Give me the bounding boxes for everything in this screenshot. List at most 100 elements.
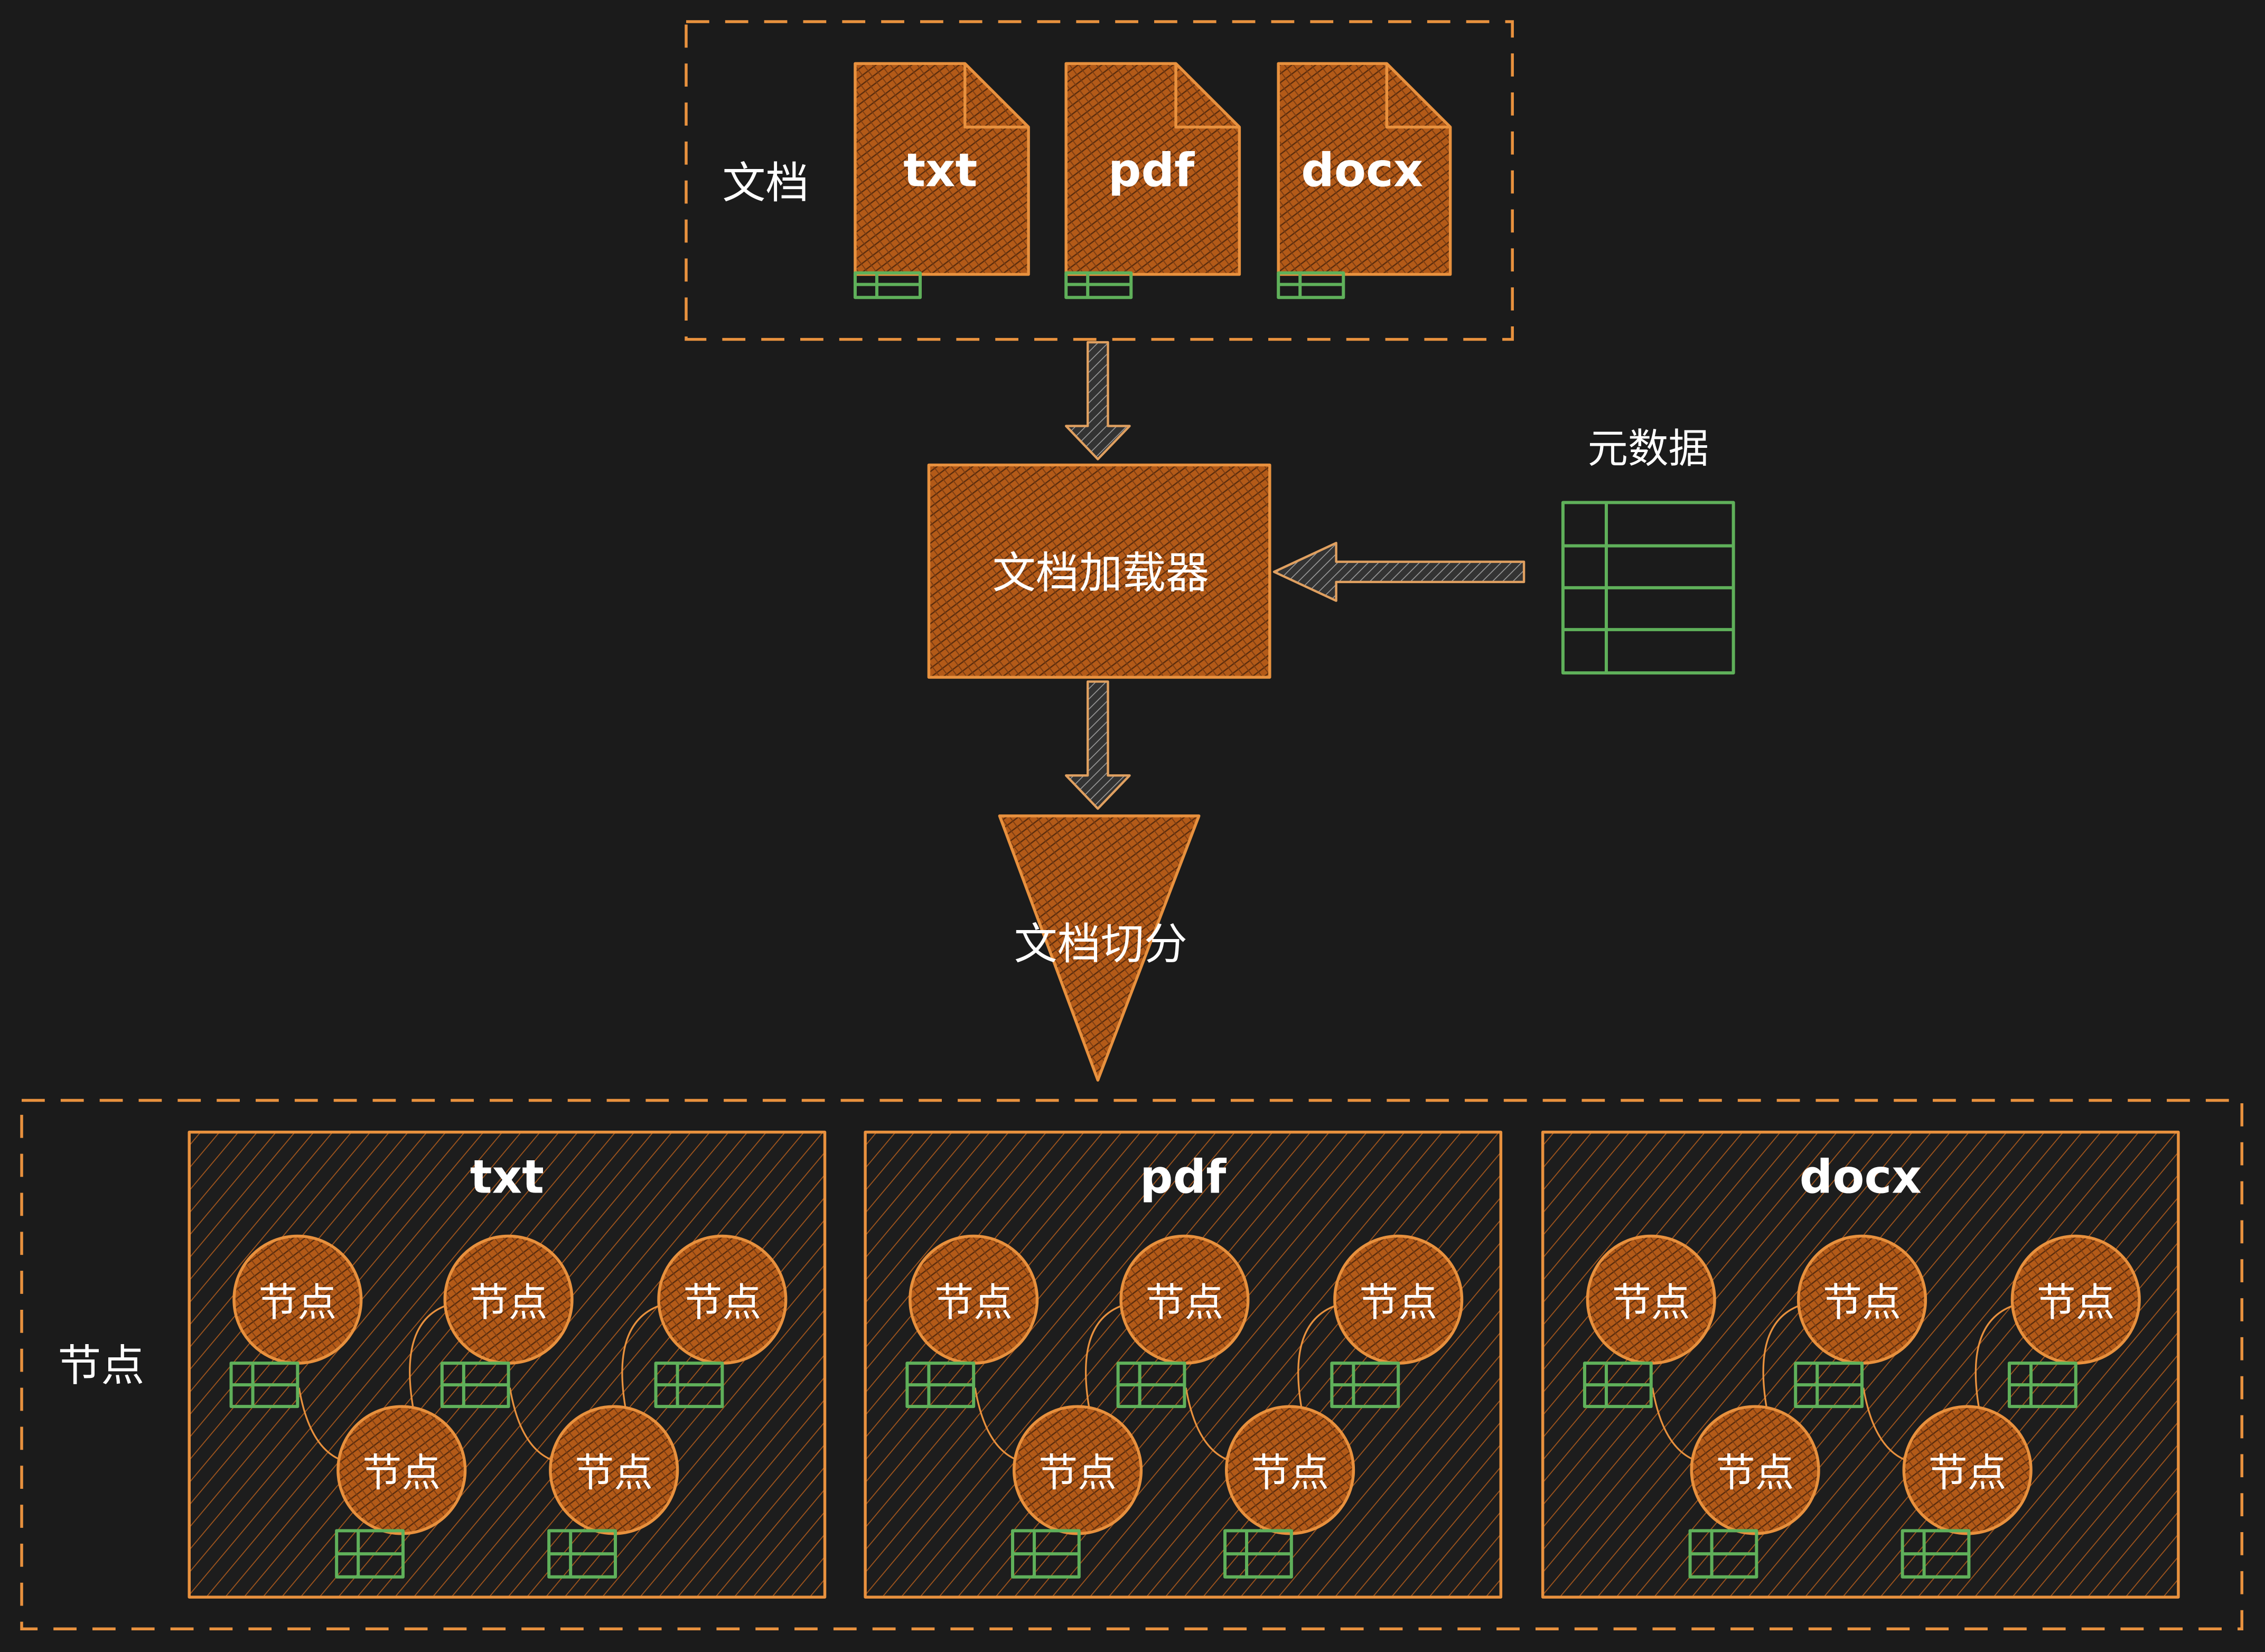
metadata-label: 元数据	[1587, 426, 1709, 473]
node: 节点	[335, 1405, 467, 1579]
file-fold	[1174, 63, 1240, 129]
panel-title: pdf	[1140, 1150, 1227, 1204]
node: 节点	[547, 1405, 679, 1579]
node-link	[509, 1387, 553, 1461]
table-icon	[1064, 271, 1133, 299]
panel-border	[1541, 1130, 2180, 1599]
node: 节点	[440, 1234, 574, 1409]
node: 节点	[654, 1234, 788, 1409]
node-label: 节点	[1359, 1280, 1437, 1325]
panel-border	[864, 1130, 1503, 1599]
node: 节点	[1901, 1405, 2033, 1579]
node-label: 节点	[362, 1450, 441, 1496]
panel-border	[188, 1130, 827, 1599]
node-link	[1084, 1304, 1123, 1409]
node: 节点	[1583, 1234, 1716, 1409]
node-label: 节点	[934, 1280, 1013, 1325]
node: 节点	[1330, 1234, 1464, 1409]
documents-label: 文档	[722, 158, 809, 209]
file-label: txt	[903, 144, 977, 198]
table-icon	[1223, 1529, 1293, 1579]
table-icon	[335, 1529, 405, 1579]
loader-box	[927, 463, 1271, 679]
node: 节点	[1794, 1234, 1927, 1409]
node-label: 节点	[1251, 1450, 1329, 1496]
file-icon	[1064, 62, 1241, 276]
file-icon	[854, 62, 1030, 276]
node-link	[1862, 1387, 1906, 1461]
nodes-group: 节点 txt节点节点节点节点节点pdf节点节点节点节点节点docx节点节点节点节…	[20, 1099, 2243, 1630]
node-link	[1762, 1304, 1800, 1409]
node: 节点	[1011, 1405, 1143, 1579]
node: 节点	[229, 1234, 363, 1409]
node: 节点	[905, 1234, 1039, 1409]
panel-title: txt	[470, 1150, 544, 1204]
nodes-group-label: 节点	[58, 1341, 144, 1391]
nodes-dashed-frame	[20, 1099, 2243, 1630]
node: 节点	[1223, 1405, 1355, 1579]
node-link	[621, 1304, 661, 1409]
file-docx: docx	[1277, 62, 1452, 299]
node: 节点	[2007, 1234, 2141, 1409]
table-icon	[1794, 1362, 1864, 1409]
node: 节点	[1116, 1234, 1250, 1409]
metadata: 元数据	[1561, 426, 1735, 675]
file-fold	[1385, 63, 1450, 129]
file-label: pdf	[1108, 144, 1195, 198]
file-txt: txt	[853, 62, 1030, 299]
table-icon	[1277, 271, 1345, 299]
node-label: 节点	[1038, 1450, 1117, 1496]
arrow-left-icon	[1272, 541, 1525, 602]
panel-title: docx	[1800, 1150, 1922, 1204]
node-link	[974, 1387, 1017, 1461]
node-label: 节点	[470, 1280, 548, 1325]
loader-label: 文档加载器	[993, 548, 1209, 598]
table-icon	[853, 271, 922, 299]
node: 节点	[1688, 1405, 1820, 1579]
node-link	[298, 1387, 342, 1461]
node-link	[1651, 1387, 1695, 1461]
splitter-triangle	[998, 814, 1201, 1082]
node-label: 节点	[1823, 1280, 1901, 1325]
table-icon	[1011, 1529, 1081, 1579]
node-label: 节点	[1929, 1450, 2007, 1496]
node-label: 节点	[2037, 1280, 2115, 1325]
splitter-label: 文档切分	[1014, 919, 1187, 970]
file-fold	[963, 63, 1029, 129]
table-icon	[1330, 1362, 1400, 1409]
arrow-down-icon	[1065, 341, 1131, 461]
table-icon	[1901, 1529, 1971, 1579]
table-icon	[440, 1362, 510, 1409]
node-link	[409, 1304, 447, 1409]
document-loader: 文档加载器	[927, 463, 1271, 679]
table-icon	[654, 1362, 724, 1409]
node-label: 节点	[575, 1450, 653, 1496]
node-panel-docx: docx节点节点节点节点节点	[1541, 1130, 2180, 1599]
node-label: 节点	[1612, 1280, 1690, 1325]
file-icon	[1277, 62, 1452, 276]
table-icon	[547, 1529, 617, 1579]
table-icon	[1688, 1529, 1758, 1579]
table-icon	[1583, 1362, 1653, 1409]
node-link	[1974, 1304, 2014, 1409]
node-link	[1185, 1387, 1229, 1461]
table-icon	[905, 1362, 976, 1409]
document-splitter: 文档切分	[998, 814, 1201, 1082]
table-icon	[2007, 1362, 2077, 1409]
node-panel-txt: txt节点节点节点节点节点	[188, 1130, 827, 1599]
table-icon	[1561, 501, 1735, 675]
table-icon	[229, 1362, 299, 1409]
arrow-down-icon	[1065, 680, 1131, 810]
node-label: 节点	[1716, 1450, 1794, 1496]
node-label: 节点	[684, 1280, 762, 1325]
table-icon	[1116, 1362, 1186, 1409]
node-panels: txt节点节点节点节点节点pdf节点节点节点节点节点docx节点节点节点节点节点	[188, 1130, 2180, 1599]
file-pdf: pdf	[1064, 62, 1241, 299]
file-label: docx	[1301, 144, 1423, 198]
node-panel-pdf: pdf节点节点节点节点节点	[864, 1130, 1503, 1599]
node-label: 节点	[259, 1280, 337, 1325]
node-label: 节点	[1146, 1280, 1224, 1325]
documents-group: 文档 txt pdf	[685, 20, 1514, 341]
node-link	[1297, 1304, 1337, 1409]
